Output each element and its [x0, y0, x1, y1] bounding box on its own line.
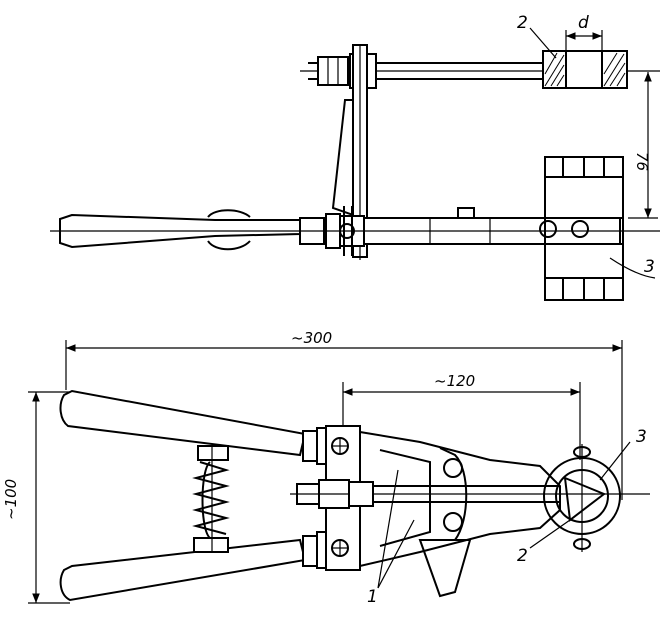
- bottom-dimensions: [28, 340, 623, 604]
- dim-100-label: ~100: [2, 479, 20, 520]
- central-screw: [290, 479, 650, 509]
- die-head: [543, 444, 621, 552]
- lower-die-blocks: [544, 156, 624, 301]
- spring: [192, 445, 230, 553]
- upper-die-section: [542, 50, 628, 89]
- bottom-part-1-label: 1: [367, 587, 378, 607]
- bottom-part-3-label: 3: [636, 427, 647, 447]
- bottom-view: ~300 ~120 ~100 3 2 1: [2, 329, 650, 607]
- lower-bar: [50, 206, 660, 256]
- top-dimensions: [529, 27, 658, 279]
- top-view: 2 d 76 3: [50, 13, 660, 301]
- dim-300-label: ~300: [291, 329, 332, 347]
- dim-120-label: ~120: [434, 372, 475, 390]
- bottom-part-2-label: 2: [517, 546, 528, 566]
- top-d-label: d: [578, 13, 589, 33]
- bottom-leaders: [377, 441, 631, 589]
- upper-handle: [59, 389, 328, 465]
- top-76-label: 76: [633, 152, 651, 171]
- top-part-3-label: 3: [644, 257, 655, 277]
- lower-handle: [59, 531, 328, 602]
- top-part-2-label: 2: [517, 13, 528, 33]
